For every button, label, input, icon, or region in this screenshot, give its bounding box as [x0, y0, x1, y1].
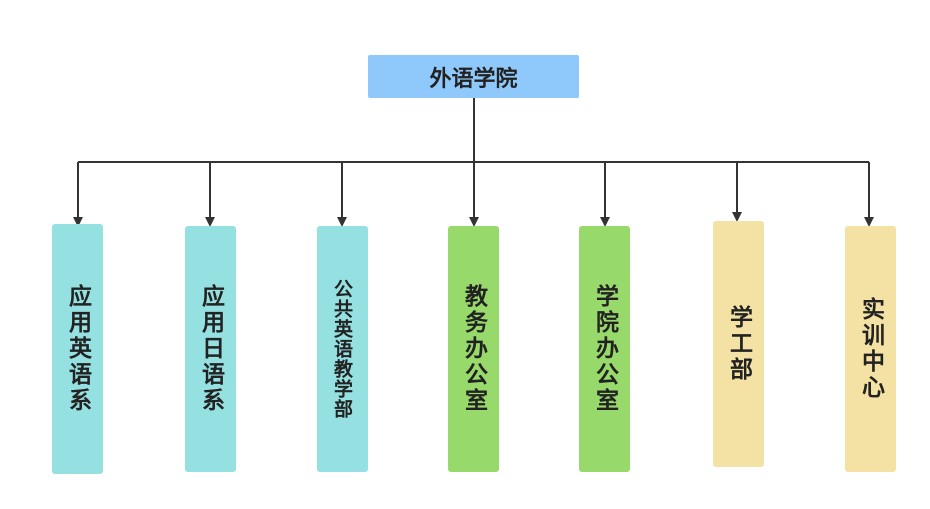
- child-node-3: 教务办公室: [448, 226, 499, 472]
- child-node-0-label: 应用英语系: [64, 284, 91, 414]
- child-node-4: 学院办公室: [579, 226, 630, 472]
- child-node-5-label: 学工部: [725, 305, 752, 383]
- child-node-0: 应用英语系: [52, 224, 103, 474]
- child-node-3-label: 教务办公室: [460, 284, 487, 414]
- child-node-1-label: 应用日语系: [197, 284, 224, 414]
- child-node-2: 公共英语教学部: [317, 226, 368, 472]
- child-node-2-label: 公共英语教学部: [331, 279, 353, 419]
- child-node-5: 学工部: [713, 221, 764, 467]
- child-node-6: 实训中心: [845, 226, 896, 472]
- child-node-1: 应用日语系: [185, 226, 236, 472]
- root-node: 外语学院: [368, 55, 579, 98]
- child-node-4-label: 学院办公室: [591, 284, 618, 414]
- child-node-6-label: 实训中心: [857, 297, 884, 401]
- root-node-label: 外语学院: [429, 66, 518, 92]
